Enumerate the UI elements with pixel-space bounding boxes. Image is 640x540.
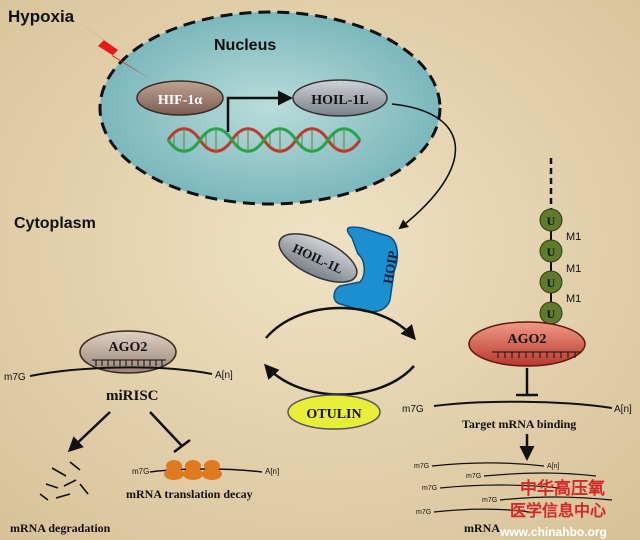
mirna-comb-left	[92, 359, 166, 366]
hoil1l-nucleus-label: HOIL-1L	[311, 93, 369, 108]
svg-text:U: U	[547, 245, 556, 259]
mirna-comb-right	[492, 351, 580, 358]
an-left-label: A[n]	[215, 370, 233, 381]
svg-text:U: U	[547, 276, 556, 290]
degradation-arrow	[67, 411, 111, 453]
ubiquitination-arrow	[265, 306, 416, 341]
ubiquitin-1: U	[539, 208, 563, 232]
nucleus-label: Nucleus	[214, 37, 276, 54]
transcription-arrow	[226, 90, 293, 132]
svg-text:U: U	[547, 214, 556, 228]
ubiquitin-3: U	[539, 270, 563, 294]
hoip-label: HOIP	[380, 250, 401, 285]
stack-m7g-2: m7G	[466, 473, 481, 480]
hoip-protein	[333, 226, 399, 313]
m1-linkage-2: M1	[566, 263, 581, 275]
mrna-left	[29, 366, 213, 377]
hif1a-protein	[136, 80, 224, 116]
watermark-url: www.chinahbo.org	[499, 525, 607, 539]
mrna-bottom-label: mRNA	[464, 521, 500, 535]
ago2-left-protein	[79, 330, 177, 374]
target-binding-label: Target mRNA binding	[462, 417, 576, 431]
mrna-degradation-label: mRNA degradation	[10, 521, 111, 535]
stack-m7g-4: m7G	[482, 497, 497, 504]
ubiquitin-2: U	[539, 239, 563, 263]
inhibition-line-left	[149, 411, 183, 447]
an-right-label: A[n]	[614, 404, 632, 415]
m7g-left-label: m7G	[4, 372, 26, 383]
hoil1l-nucleus-protein	[292, 79, 388, 117]
dna-helix-icon	[166, 127, 362, 153]
nucleus-membrane	[98, 10, 442, 206]
export-arrow	[391, 103, 457, 230]
m1-linkage-3: M1	[566, 293, 581, 305]
ago2-right-label: AGO2	[508, 332, 547, 347]
cytoplasm-label: Cytoplasm	[14, 215, 96, 232]
mrna-stack-icon	[431, 462, 613, 513]
hif1a-label: HIF-1α	[158, 93, 203, 108]
hoil1l-cyto-protein	[278, 233, 358, 283]
stack-m7g-5: m7G	[416, 509, 431, 516]
svg-text:U: U	[547, 307, 556, 321]
mirisc-label: miRISC	[106, 388, 159, 404]
watermark-cn: 中华高压氧	[520, 478, 605, 498]
ubiquitin-4: U	[539, 301, 563, 325]
stack-m7g-3: m7G	[422, 485, 437, 492]
translation-decay-label: mRNA translation decay	[126, 487, 253, 501]
stack-an-1: A[n]	[547, 463, 560, 470]
m1-linkage-1: M1	[566, 231, 581, 243]
lubac-complex: HOIP HOIL-1L	[278, 226, 401, 313]
small-m7g-label: m7G	[132, 467, 149, 476]
inhibition-bar-left	[173, 439, 191, 453]
mrna-fragments-icon	[39, 461, 89, 501]
otulin-protein	[287, 394, 381, 430]
ago2-left-label: AGO2	[109, 340, 148, 355]
hypoxia-bolt-icon	[78, 22, 152, 80]
target-mrna	[433, 400, 613, 409]
otulin-label: OTULIN	[306, 407, 361, 422]
stack-m7g-1: m7G	[414, 463, 429, 470]
small-an-label: A[n]	[265, 467, 279, 476]
ribosome-icon	[164, 460, 222, 480]
m7g-right-label: m7G	[402, 404, 424, 415]
watermark-cn2: 医学信息中心	[510, 501, 606, 520]
hypoxia-label: Hypoxia	[8, 7, 75, 26]
